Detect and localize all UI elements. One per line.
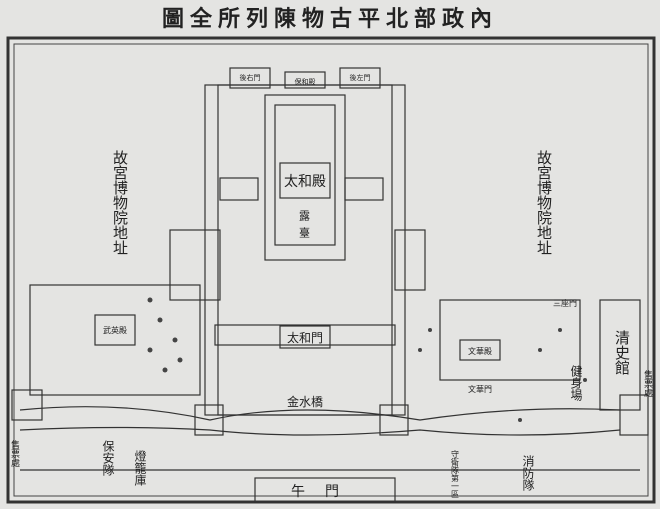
label-qing-history: 清史館: [613, 330, 631, 375]
map-inner-frame: [13, 43, 649, 497]
label-taihe-hall: 太和殿: [284, 174, 326, 190]
map-frame: [6, 36, 656, 504]
label-wuying-hall: 武英殿: [103, 325, 127, 335]
label-fire-brigade: 消防隊: [521, 455, 535, 491]
label-wenhua-hall: 文華殿: [468, 346, 492, 356]
label-guard-office: 守衛隊第一區: [451, 449, 460, 498]
label-museum-left: 故宮博物院地址: [111, 150, 129, 255]
label-museum-right: 故宮博物院地址: [535, 150, 553, 255]
label-terrace: 露臺: [298, 210, 311, 244]
label-wu-gate: 午門: [291, 484, 359, 500]
tree-markers: [147, 297, 587, 422]
label-rear-right-gate: 後右門: [240, 73, 261, 82]
label-security-team: 保安隊: [101, 440, 115, 476]
label-gym: 健身場: [569, 365, 583, 402]
label-wenhua-gate: 文華門: [468, 384, 492, 394]
label-rear-left-gate: 後左門: [350, 73, 371, 82]
label-taihe-gate: 太和門: [287, 330, 323, 345]
map-title: 內政部北平古物陳列所全圖: [162, 6, 498, 32]
palace-walls: [11, 67, 649, 503]
label-jinshui-bridge: 金水橋: [287, 394, 323, 409]
label-baohe-hall: 保和殿: [295, 77, 316, 86]
label-ticket-left: 售票處: [9, 439, 20, 468]
label-three-gates: 三座門: [553, 298, 577, 308]
label-lantern-storehouse: 燈籠庫: [133, 449, 147, 487]
label-ticket-right: 售票處: [642, 369, 653, 398]
